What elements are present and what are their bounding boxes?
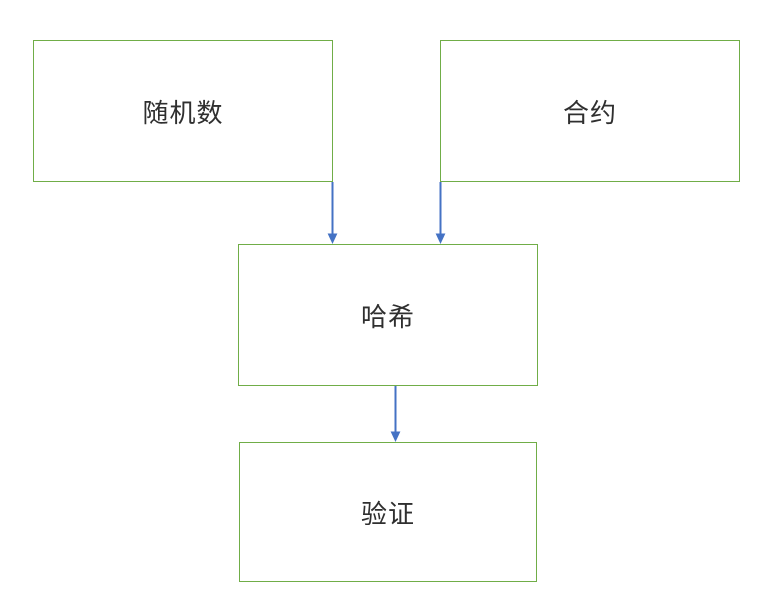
arrowhead-down-icon: [327, 233, 338, 244]
node-random-number-label: 随机数: [142, 97, 224, 128]
edge-contract-to-hash: [435, 182, 446, 244]
node-hash-label: 哈希: [360, 301, 415, 332]
arrowhead-down-icon: [390, 431, 401, 442]
edge-hash-to-verify: [390, 386, 401, 442]
node-random-number: 随机数: [33, 40, 333, 182]
node-hash: 哈希: [238, 244, 538, 386]
edge-random-to-hash: [327, 182, 338, 244]
node-verify: 验证: [239, 442, 537, 582]
node-verify-label: 验证: [360, 498, 415, 529]
arrowhead-down-icon: [435, 233, 446, 244]
node-contract: 合约: [440, 40, 740, 182]
node-contract-label: 合约: [562, 97, 617, 128]
